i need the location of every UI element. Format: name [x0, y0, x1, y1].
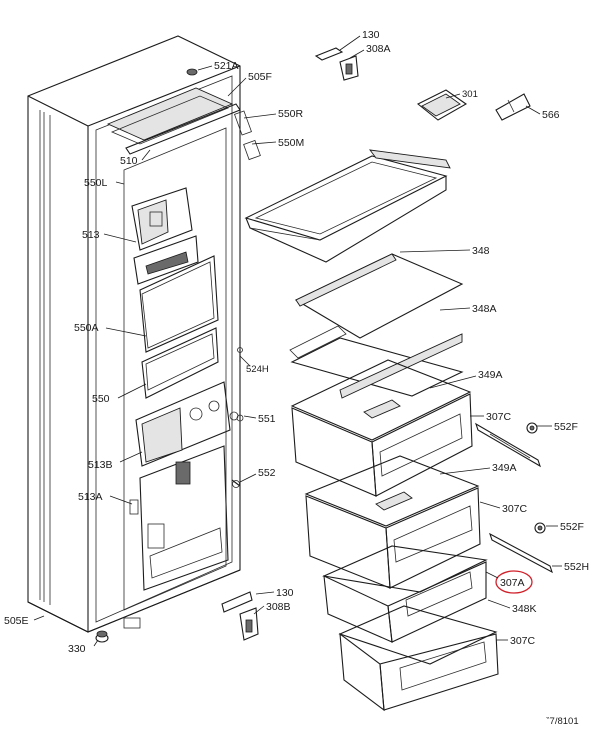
roller-552F-upper: [526, 422, 538, 434]
label-566: 566: [542, 109, 560, 121]
label-505E: 505E: [4, 615, 29, 627]
rail-307C-lower: [489, 532, 553, 574]
label-521A: 521A: [214, 60, 239, 72]
label-513A: 513A: [78, 491, 103, 503]
panel-550A: [139, 255, 219, 353]
highlight-circle-307A: [495, 570, 533, 594]
label-308A: 308A: [366, 43, 391, 55]
drawer-307A: [322, 545, 488, 643]
label-550: 550: [92, 393, 110, 405]
label-524H: 524H: [246, 364, 269, 375]
ice-tray-301: [416, 89, 468, 121]
glass-shelf-348: [294, 253, 464, 339]
drawer-307C-bottom: [338, 605, 499, 712]
label-130-bottom: 130: [276, 587, 294, 599]
drawer-cover-349A-upper: [290, 359, 472, 441]
label-307A: 307A: [500, 577, 525, 589]
roller-552F-lower: [534, 522, 546, 534]
label-550A: 550A: [74, 322, 99, 334]
label-552: 552: [258, 467, 276, 479]
drawer-middle: [305, 487, 481, 589]
label-330: 330: [68, 643, 86, 655]
label-349A-upper: 349A: [478, 369, 503, 381]
label-551: 551: [258, 413, 276, 425]
rail-307C-upper: [475, 422, 541, 468]
label-348: 348: [472, 245, 490, 257]
label-552H: 552H: [564, 561, 589, 573]
evaporator-module-513B: [135, 381, 231, 467]
label-349A-lower: 349A: [492, 462, 517, 474]
glass-shelf-top: [244, 149, 451, 263]
screw-fasteners: [229, 347, 244, 488]
label-550L: 550L: [84, 177, 108, 189]
label-307C-upper: 307C: [486, 411, 512, 423]
label-505F: 505F: [248, 71, 272, 83]
drawer-upper: [291, 393, 473, 497]
label-552F-lower: 552F: [560, 521, 584, 533]
label-550M: 550M: [278, 137, 304, 149]
label-513: 513: [82, 229, 100, 241]
label-550R: 550R: [278, 108, 304, 120]
glass-shelf-348A: [289, 325, 464, 399]
label-552F-upper: 552F: [554, 421, 578, 433]
label-510: 510: [120, 155, 138, 167]
part-566: [495, 93, 531, 121]
part-number-labels: 521A 505F 130 308A 301 566 550R 550M 510…: [4, 29, 589, 727]
drawer-cover-349A-lower: [304, 455, 480, 527]
drawing-number: ‶7/8101: [546, 716, 579, 727]
label-308B: 308B: [266, 601, 291, 613]
label-307C-middle: 307C: [502, 503, 528, 515]
label-513B: 513B: [88, 459, 113, 471]
label-348K: 348K: [512, 603, 537, 615]
hinge-top-308A: [314, 47, 359, 81]
refrigerator-cabinet: [27, 35, 261, 633]
label-307C-bottom: 307C: [510, 635, 536, 647]
control-module-513: [131, 187, 199, 285]
foot-330: [95, 630, 109, 643]
leader-lines: [33, 35, 562, 647]
panel-550: [141, 327, 219, 399]
label-301: 301: [462, 89, 478, 100]
label-348A: 348A: [472, 303, 497, 315]
hinge-bottom-308B: [221, 591, 259, 641]
label-130-top: 130: [362, 29, 380, 41]
back-panel-513A: [129, 445, 229, 591]
